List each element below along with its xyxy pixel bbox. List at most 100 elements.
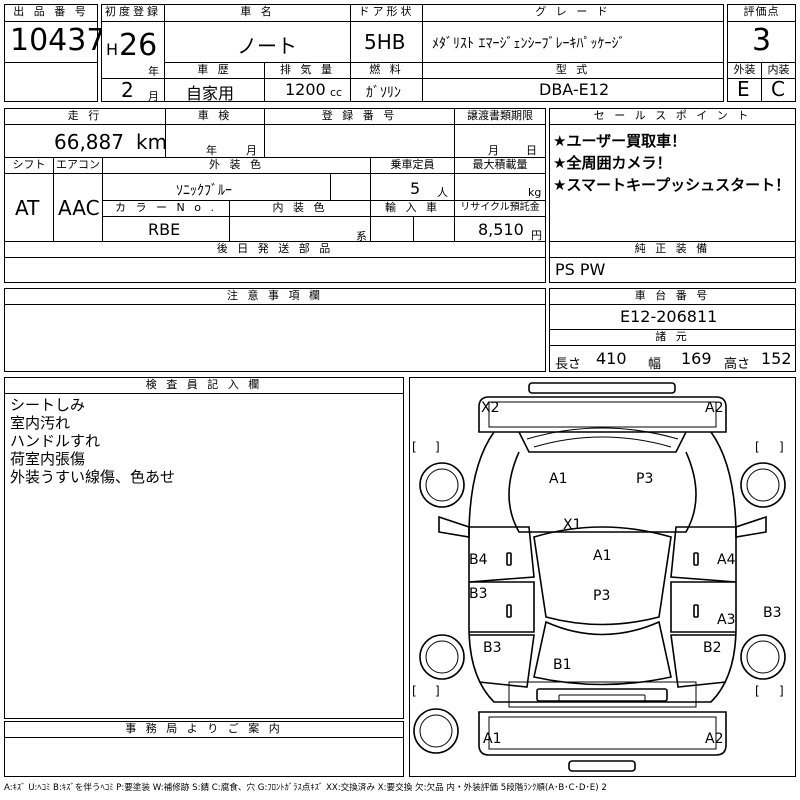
diagram-label-rear-left: A1 (483, 731, 502, 747)
door-type: 5HB (364, 30, 406, 54)
office-header: 事 務 局 よ り ご 案 内 (4, 721, 404, 738)
capacity: 5 (410, 179, 421, 198)
first-reg-month-unit: 月 (148, 90, 159, 103)
shift-header: シフト (4, 157, 54, 174)
legend: A:ｷｽﾞ U:ﾍｺﾐ B:ｷｽﾞを伴うﾍｺﾐ P:要塗装 W:補修跡 S:錆 … (4, 783, 607, 793)
svg-text:]: ] (435, 440, 440, 454)
spec-length: 410 (596, 349, 627, 368)
genuine-equip-header: 純 正 装 備 (549, 241, 796, 258)
transfer-deadline-header: 譲渡書類期限 (454, 108, 546, 125)
history: 自家用 (186, 84, 235, 103)
inspection-header: 車 検 (165, 108, 265, 125)
inspector-note-3: ハンドルすれ (10, 432, 101, 450)
displacement-unit: cc (330, 86, 343, 99)
first-reg-era: H (106, 40, 119, 59)
sales-point-1: ★ユーザー買取車！ (553, 132, 687, 150)
diagram-label-front-right: A2 (705, 400, 724, 416)
spec-width-label: 幅 (648, 357, 662, 372)
first-reg-month: 2 (121, 78, 134, 102)
reg-number-header: 登 録 番 号 (264, 108, 455, 125)
capacity-unit: 人 (437, 186, 448, 199)
model-code-box (422, 78, 724, 102)
mileage: 66,887 (54, 130, 124, 154)
import-box-left (370, 216, 414, 242)
door-header: ドア形状 (350, 4, 423, 22)
diagram-label-front-left: X2 (481, 400, 500, 416)
mileage-header: 走 行 (4, 108, 166, 125)
spec-width: 169 (681, 349, 712, 368)
displacement-header: 排 気 量 (264, 62, 351, 79)
svg-text:[: [ (412, 440, 417, 454)
car-diagram-box (409, 377, 796, 777)
model-code: DBA-E12 (539, 80, 610, 99)
specs-header: 諸 元 (549, 329, 796, 346)
sales-point-2: ★全周囲カメラ！ (553, 154, 672, 172)
sales-point-header: セ ー ル ス ポ イ ン ト (549, 108, 796, 125)
inspector-note-2: 室内汚れ (10, 414, 71, 432)
spec-height: 152 (761, 349, 792, 368)
int-color-unit: 系 (356, 230, 367, 243)
cautions-box (4, 304, 546, 372)
aircon-header: エアコン (53, 157, 103, 174)
recycle: 8,510 (478, 220, 524, 239)
first-reg-month-box (101, 78, 165, 102)
later-parts-box (4, 257, 546, 283)
grade: ﾒﾀﾞﾘｽﾄ ｴﾏｰｼﾞｪﾝｼｰﾌﾞﾚｰｷﾊﾟｯｹｰｼﾞ (432, 36, 626, 52)
recycle-unit: 円 (531, 229, 542, 242)
score-box (727, 21, 796, 63)
diagram-label-right-rear-door: A3 (717, 612, 736, 628)
diagram-label-left-quarter: B3 (483, 640, 502, 656)
diagram-label-tailgate: B1 (553, 657, 572, 673)
svg-text:]: ] (779, 684, 784, 698)
transfer-day-unit: 日 (526, 144, 537, 157)
fuel: ｶﾞｿﾘﾝ (366, 85, 401, 101)
inspector-note-4: 荷室内張傷 (10, 450, 86, 468)
interior-header: 内装 (761, 62, 796, 79)
inspection-month-unit: 月 (246, 144, 257, 157)
ext-color: ｿﾆｯｸﾌﾞﾙｰ (176, 183, 232, 199)
first-reg-year: 26 (119, 28, 158, 63)
first-reg-box (101, 21, 165, 79)
mileage-box (4, 124, 166, 158)
int-color-box (229, 216, 371, 242)
capacity-header: 乗車定員 (370, 157, 455, 174)
svg-text:]: ] (779, 440, 784, 454)
interior-grade: C (771, 77, 785, 101)
reg-number-box (264, 124, 455, 158)
car-diagram: [] [] [] [] (412, 382, 786, 772)
svg-text:[: [ (755, 440, 760, 454)
diagram-label-right-front-door: A4 (717, 552, 736, 568)
diagram-label-right-edge: B3 (763, 605, 782, 621)
diagram-label-roof-a: A1 (593, 548, 612, 564)
max-load-unit: kg (528, 186, 542, 199)
inspector-header: 検 査 員 記 入 欄 (4, 377, 404, 394)
fuel-box (350, 78, 423, 102)
import-header: 輸 入 車 (370, 200, 455, 217)
exterior-grade: E (737, 77, 750, 101)
int-color-header: 内 装 色 (229, 200, 371, 217)
recycle-box (454, 216, 546, 242)
exterior-header: 外装 (727, 62, 762, 79)
history-box (164, 78, 265, 102)
sales-points: ★ユーザー買取車！ ★全周囲カメラ！ ★スマートキープッシュスタート！ (553, 130, 790, 196)
genuine-equip-box (549, 257, 796, 283)
inspector-note-5: 外装うすい線傷、色あせ (10, 468, 176, 486)
import-box-right (413, 216, 455, 242)
chassis-number: E12-206811 (620, 307, 718, 326)
displacement-box (264, 78, 351, 102)
diagram-label-right-quarter: B2 (703, 640, 722, 656)
inspector-notes: シートしみ 室内汚れ ハンドルすれ 荷室内張傷 外装うすい線傷、色あせ (10, 396, 175, 486)
aircon: AAC (58, 196, 100, 220)
svg-text:]: ] (435, 684, 440, 698)
score: 3 (752, 23, 772, 58)
fuel-header: 燃 料 (350, 62, 423, 79)
ext-color-extra-box (330, 173, 371, 201)
diagram-label-windshield: X1 (563, 517, 582, 533)
color-no-header: カ ラ ー N o . (102, 200, 230, 217)
car-name: ノート (237, 34, 297, 58)
spec-height-label: 高さ (724, 357, 751, 372)
svg-text:[: [ (755, 684, 760, 698)
lot-number-box (4, 21, 98, 63)
sales-point-3: ★スマートキープッシュスタート！ (553, 176, 791, 194)
transfer-month-unit: 月 (488, 144, 499, 157)
